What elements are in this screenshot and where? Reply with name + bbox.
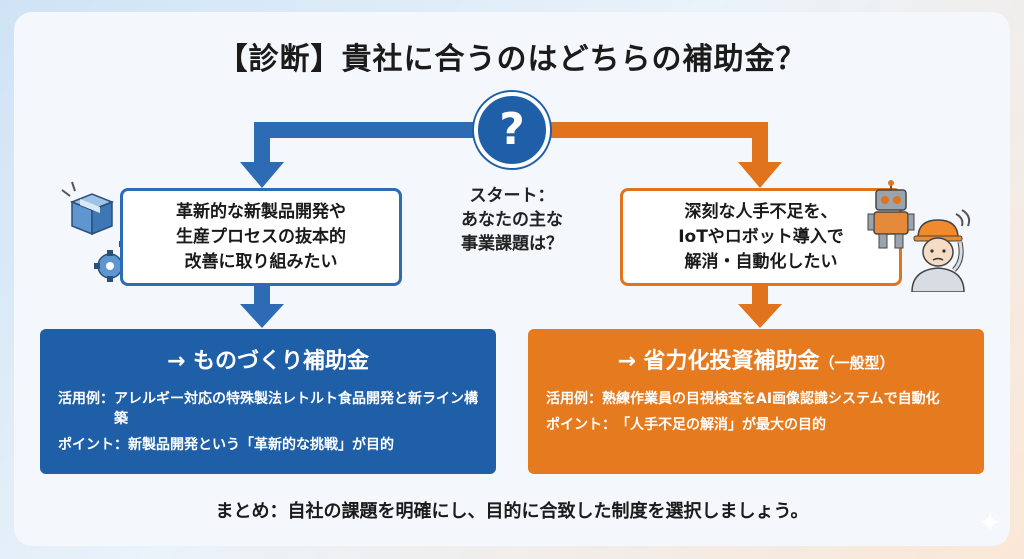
start-label: スタート： あなたの主な 事業課題は？ <box>461 186 563 254</box>
robot-icon <box>867 180 915 249</box>
arrow-down-right <box>752 286 768 308</box>
summary-text: まとめ：自社の課題を明確にし、目的に合致した制度を選択しましょう。 <box>215 501 809 522</box>
example-line: 活用例：アレルギー対応の特殊製法レトルト食品開発と新ライン構築 <box>58 391 478 427</box>
left-question-box: 革新的な新製品開発や 生産プロセスの抜本的 改善に取り組みたい <box>120 188 402 286</box>
point-line: ポイント：新製品開発という「革新的な挑戦」が目的 <box>58 437 394 453</box>
worker-icon <box>911 209 971 292</box>
arrow-top-right <box>550 122 768 166</box>
arrowhead-top-right <box>738 162 782 188</box>
shoryokuka-result-box: → 省力化投資補助金（一般型） 活用例：熟練作業員の目視検査をAI画像認識システ… <box>528 329 984 474</box>
right-question-box: 深刻な人手不足を、 IoTやロボット導入で 解消・自動化したい <box>620 188 902 286</box>
result-title: → ものづくり補助金 <box>166 349 370 374</box>
point-line: ポイント：「人手不足の解消」が最大の目的 <box>546 417 826 433</box>
sparkle-icon <box>980 512 1000 532</box>
page-title: 【診断】貴社に合うのはどちらの補助金？ <box>217 42 807 77</box>
box-icon <box>61 181 115 236</box>
example-line: 活用例：熟練作業員の目視検査をAI画像認識システムで自動化 <box>546 391 940 407</box>
monozukuri-result-box: → ものづくり補助金 活用例：アレルギー対応の特殊製法レトルト食品開発と新ライン… <box>40 329 496 474</box>
arrow-top-left <box>254 122 474 166</box>
question-mark-icon: ? <box>474 92 550 168</box>
arrow-down-left <box>254 286 270 308</box>
arrowhead-top-left <box>240 162 284 188</box>
result-title: → 省力化投資補助金（一般型） <box>617 349 895 374</box>
arrowhead-down-left <box>240 304 284 328</box>
arrowhead-down-right <box>738 304 782 328</box>
